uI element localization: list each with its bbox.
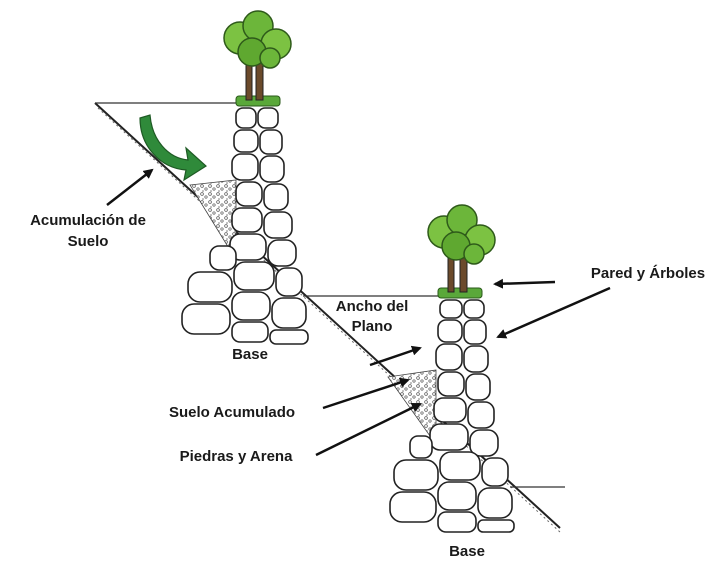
label-base-upper: Base: [232, 346, 268, 363]
arrow-plane-width: [370, 348, 420, 365]
label-base-lower: Base: [449, 543, 485, 560]
upper-accumulated-soil: [190, 180, 236, 250]
label-stones-and-sand: Piedras y Arena: [180, 448, 293, 465]
label-plane-width-line1: Ancho del: [336, 298, 409, 315]
arrow-soil-accumulation: [107, 170, 152, 205]
label-accumulated-soil: Suelo Acumulado: [169, 404, 295, 421]
arrow-accumulated-soil: [323, 380, 408, 408]
label-plane-width-line2: Plano: [352, 318, 393, 335]
label-soil-accumulation-line2: Suelo: [68, 233, 109, 250]
label-wall-and-trees: Pared y Árboles: [591, 265, 705, 282]
lower-stone-wall: [390, 300, 514, 532]
upper-stone-wall: [182, 108, 308, 344]
arrow-wall-side: [498, 288, 610, 337]
arrow-wall-top: [495, 282, 555, 284]
tree-icon: [224, 11, 291, 106]
arrow-stones-sand: [316, 404, 420, 455]
tree-icon: [428, 205, 495, 298]
lower-accumulated-soil: [388, 370, 436, 436]
label-soil-accumulation-line1: Acumulación de: [30, 212, 146, 229]
